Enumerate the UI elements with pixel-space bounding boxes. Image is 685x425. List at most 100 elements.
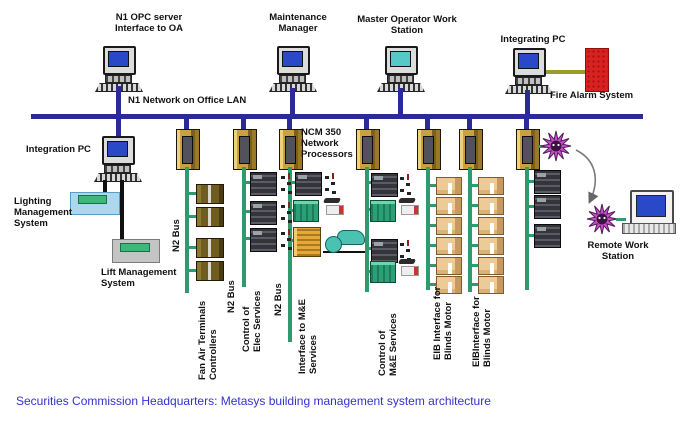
remote-workstation-label: Remote Work Station	[587, 240, 649, 262]
opc-drop-line	[116, 86, 121, 114]
master-drop-line	[398, 88, 403, 114]
sensor-actuator-icon	[322, 198, 348, 215]
ncm-processor-icon	[516, 129, 540, 170]
integration-pc-label: Integration PC	[26, 144, 91, 155]
device-stub	[430, 184, 436, 187]
ncm3-stub	[287, 119, 292, 129]
eib-module-icon	[436, 276, 462, 294]
master-operator-label: Master Operator Work Station	[357, 14, 457, 36]
eib-interface-label: EIB Interface for Blinds Motor	[432, 286, 454, 360]
control-me-label: Control of M&E Services	[377, 313, 399, 376]
device-stub	[246, 210, 252, 213]
maintenance-drop-line	[290, 88, 295, 114]
n1-network-label: N1 Network on Office LAN	[128, 95, 247, 106]
lift-link-line	[120, 180, 124, 240]
device-stub	[189, 215, 197, 218]
device-stub	[472, 283, 478, 286]
ncm6-stub	[467, 119, 472, 129]
ncm-processor-icon	[417, 129, 441, 170]
sensor-actuator-icon	[397, 198, 423, 215]
fire-alarm-label: Fire Alarm System	[550, 90, 634, 101]
elec-controller-icon	[250, 201, 277, 225]
device-stub	[472, 184, 478, 187]
fan-terminal-controller-icon	[196, 184, 224, 204]
n2-bus-3-line	[288, 167, 292, 342]
device-stub	[472, 224, 478, 227]
eib-module-icon	[478, 197, 504, 215]
maintenance-manager-computer-icon	[269, 46, 317, 92]
device-stub	[472, 244, 478, 247]
n2-bus-1-line	[185, 167, 189, 293]
me-controller-icon	[371, 173, 398, 197]
opc-server-computer-icon	[95, 46, 143, 92]
lighting-system-label: Lighting Management System	[14, 196, 73, 229]
remote-workstation-laptop-icon	[622, 190, 676, 234]
eib-module-icon	[436, 177, 462, 195]
signal-marks-icon	[398, 174, 412, 196]
elec-services-label: Control of Elec Services	[241, 290, 263, 352]
me-green-controller-icon	[370, 200, 396, 222]
n2-bus-4-line	[365, 167, 369, 292]
device-stub	[246, 237, 252, 240]
me-green-controller-icon	[293, 200, 319, 222]
me-controller-icon	[371, 239, 398, 263]
signal-marks-icon	[323, 173, 337, 195]
modem-starburst-icon	[586, 203, 618, 235]
remote-controller-icon	[534, 170, 561, 194]
eib-module-icon	[478, 177, 504, 195]
device-stub	[529, 234, 535, 237]
n2-bus-7-line	[525, 167, 529, 290]
remote-controller-icon	[534, 195, 561, 219]
device-stub	[292, 181, 296, 184]
device-stub	[430, 244, 436, 247]
device-stub	[189, 269, 197, 272]
remote-link-line	[616, 218, 626, 221]
eib-module-icon	[478, 217, 504, 235]
device-stub	[430, 224, 436, 227]
ncm-processor-icon	[459, 129, 483, 170]
eib-module-icon	[478, 276, 504, 294]
ncm-processor-icon	[233, 129, 257, 170]
ncm4-stub	[364, 119, 369, 129]
signal-marks-icon	[279, 202, 293, 224]
remote-controller-icon	[534, 224, 561, 248]
sensor-actuator-icon	[397, 259, 423, 276]
device-stub	[430, 204, 436, 207]
n2-bus-2-line	[242, 167, 246, 287]
modem-starburst-icon	[540, 130, 572, 162]
device-stub	[472, 264, 478, 267]
n2-bus-6-line	[468, 167, 472, 292]
maintenance-manager-label: Maintenance Manager	[269, 12, 327, 34]
device-stub	[529, 180, 535, 183]
device-stub	[430, 283, 436, 286]
device-stub	[472, 204, 478, 207]
lighting-link-line	[103, 180, 107, 193]
ncm-350-label: NCM 350 Network Processors	[301, 127, 353, 160]
fire-alarm-box-icon	[585, 48, 609, 92]
fan-terminal-controller-icon	[196, 261, 224, 281]
n2-bus-2-label: N2 Bus	[226, 280, 237, 313]
ncm-processor-icon	[176, 129, 200, 170]
integrating-pc-label: Integrating PC	[500, 34, 566, 45]
integrating-pc-computer-icon	[505, 48, 553, 94]
fan-terminal-controller-icon	[196, 238, 224, 258]
lighting-system-box-icon	[70, 192, 120, 215]
n1-bus-line	[31, 114, 643, 119]
me-controller-icon	[295, 172, 322, 196]
integration-pc-computer-icon	[94, 136, 142, 182]
lift-system-label: Lift Management System	[101, 267, 177, 289]
me-green-controller-icon	[370, 261, 396, 283]
interface-me-label: Interface to M&E Services	[297, 299, 319, 374]
eib-module-icon	[436, 257, 462, 275]
device-stub	[529, 205, 535, 208]
figure-caption: Securities Commission Headquarters: Meta…	[16, 394, 491, 408]
device-stub	[246, 181, 252, 184]
opc-server-label: N1 OPC server Interface to OA	[114, 12, 184, 34]
ncm7-stub	[524, 119, 529, 129]
n2-bus-5-line	[426, 167, 430, 290]
ncm-processor-icon	[279, 129, 303, 170]
integration-pc-drop-line	[116, 119, 121, 140]
eib-module-icon	[478, 237, 504, 255]
lift-system-box-icon	[112, 239, 160, 263]
